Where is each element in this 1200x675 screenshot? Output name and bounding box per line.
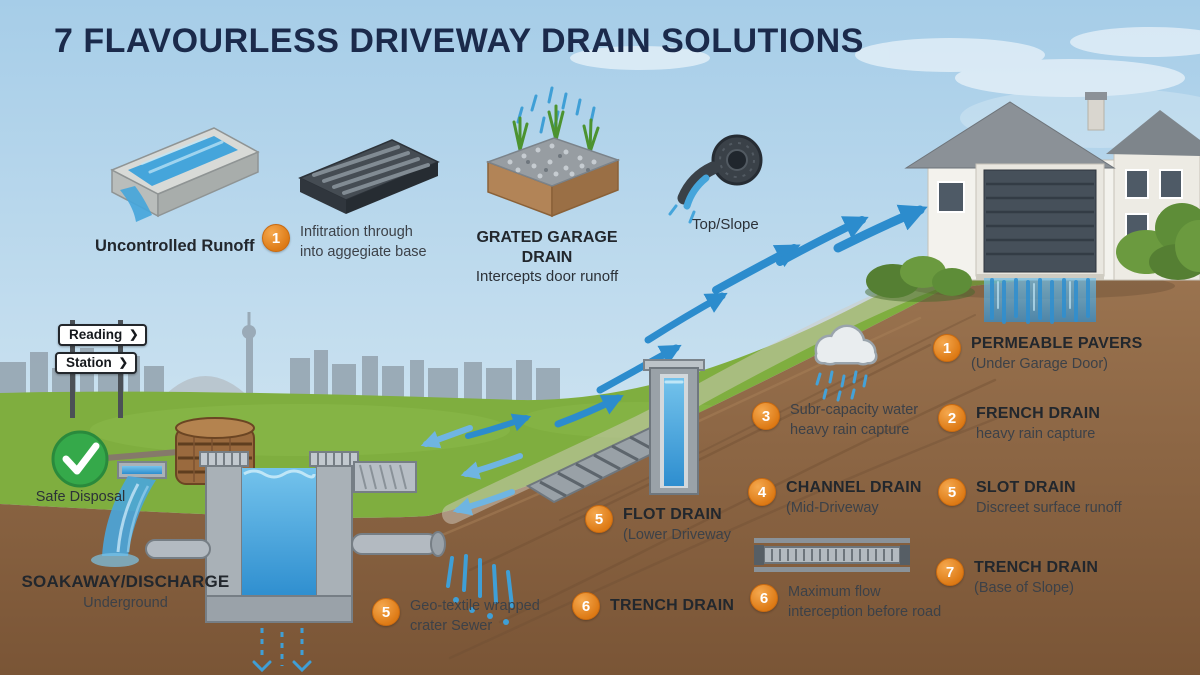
number-badge: 1 [262,224,290,252]
callout-subtitle: (Lower Driveway [623,527,731,544]
road-sign-reading-label: Reading [69,327,123,342]
callout-title: Subr-capacity water [790,402,919,418]
callout-subtitle: heavy rain capture [790,422,910,439]
number-badge: 2 [938,404,966,432]
number-badge: 1 [933,334,961,362]
soakaway-drips [260,628,304,666]
callout-title: FRENCH DRAIN [976,405,1101,422]
road-sign-station-label: Station [66,355,112,370]
rain-cloud-icon [814,324,878,402]
road-sign-reading: Reading ❯ [58,324,148,346]
garage-door [983,169,1097,273]
callout-subtitle: (Mid-Driveway [786,500,879,517]
callout-subtitle: (Under Garage Door) [971,356,1108,373]
callout-title: CHANNEL DRAIN [786,479,922,496]
grated-garage-drain-sub: Intercepts door runoff [475,268,619,285]
driveway-band [442,268,948,524]
callout-french-drain: 2 FRENCH DRAIN heavy rain capture [938,404,1100,443]
soakaway-label: SOAKAWAY/DISCHARGE Underground [18,572,233,613]
safe-disposal-check-icon [51,430,181,488]
callout-trench-drain: 6 TRENCH DRAIN [572,592,734,620]
soakaway-subtitle: Underground [83,595,168,612]
callout-title: FLOT DRAIN [623,506,722,523]
number-badge: 3 [752,402,780,430]
rolled-pipe-icon [668,134,763,224]
top-slope-label: Top/Slope [692,216,759,233]
callout-title: Maximum flow [788,584,881,600]
grass-field [0,244,1200,518]
rain-drops [516,86,596,134]
callout-geo-textile: 5 Geo-textile wrapped crater Sewer [372,598,540,636]
grated-garage-drain-label: GRATED GARAGE DRAIN Intercepts door runo… [452,228,642,287]
callout-subtitle: into aggegiate base [300,244,427,261]
permeable-pavers-water [984,278,1096,324]
callout-flot-drain: 5 FLOT DRAIN (Lower Driveway [585,505,731,544]
grate-caps [199,451,359,467]
number-badge: 5 [585,505,613,533]
uncontrolled-runoff-label: Uncontrolled Runoff [95,237,255,255]
callout-subtitle: heavy rain capture [976,426,1096,443]
grass-tufts [512,104,600,154]
soakaway-title: SOAKAWAY/DISCHARGE [21,572,230,591]
number-badge: 7 [936,558,964,586]
number-badge: 4 [748,478,776,506]
page-title: 7 FLAVOURLESS DRIVEWAY DRAIN SOLUTIONS [54,22,864,60]
callout-permeable-pavers: 1 PERMEABLE PAVERS (Under Garage Door) [933,334,1143,373]
house-illustration [904,92,1200,299]
number-badge: 6 [750,584,778,612]
safe-disposal-label: Safe Disposal [35,489,126,505]
arrow-right-icon: ❯ [129,329,139,341]
side-grate-block [353,461,417,493]
number-badge: 6 [572,592,600,620]
callout-subr-capacity: 3 Subr-capacity water heavy rain capture [752,402,918,440]
callout-slot-drain: 5 SLOT DRAIN Discreet surface runoff [938,478,1122,517]
callout-subtitle: (Base of Slope) [974,580,1074,597]
callout-title: SLOT DRAIN [976,479,1076,496]
callout-title: TRENCH DRAIN [610,597,735,615]
arrow-right-icon: ❯ [118,357,128,369]
vertical-drain-illustration [525,359,705,504]
callout-trench-drain-base: 7 TRENCH DRAIN (Base of Slope) [936,558,1098,597]
callout-subtitle: interception before road [788,604,942,621]
callout-subtitle: Discreet surface runoff [976,500,1122,517]
grated-drain-icon [298,139,440,214]
gravel-box-icon [485,86,621,218]
callout-title: Infitration through [300,224,413,240]
callout-title: PERMEABLE PAVERS [971,335,1143,352]
road-sign-station: Station ❯ [55,352,137,374]
callout-title: Geo-textile wrapped [410,598,540,614]
soakaway-illustration [91,417,514,673]
flow-arrows-to-soakaway [420,425,523,516]
callout-infiltration: 1 Infitration through into aggegiate bas… [262,224,427,262]
discharge-drips [446,554,514,608]
flow-arrows-upslope [465,204,928,439]
bushes [865,203,1200,302]
number-badge: 5 [938,478,966,506]
channel-piece-icon [110,127,260,222]
callout-title: TRENCH DRAIN [974,559,1099,576]
grated-garage-drain-title: GRATED GARAGE DRAIN [476,229,618,266]
number-badge: 5 [372,598,400,626]
callout-subtitle: crater Sewer [410,618,493,635]
grass-highlight [90,404,510,456]
callout-maximum-flow: 6 Maximum flow interception before road [750,584,941,622]
callout-channel-drain: 4 CHANNEL DRAIN (Mid-Driveway [748,478,922,517]
trench-drain-cross-section-icon [754,538,910,572]
